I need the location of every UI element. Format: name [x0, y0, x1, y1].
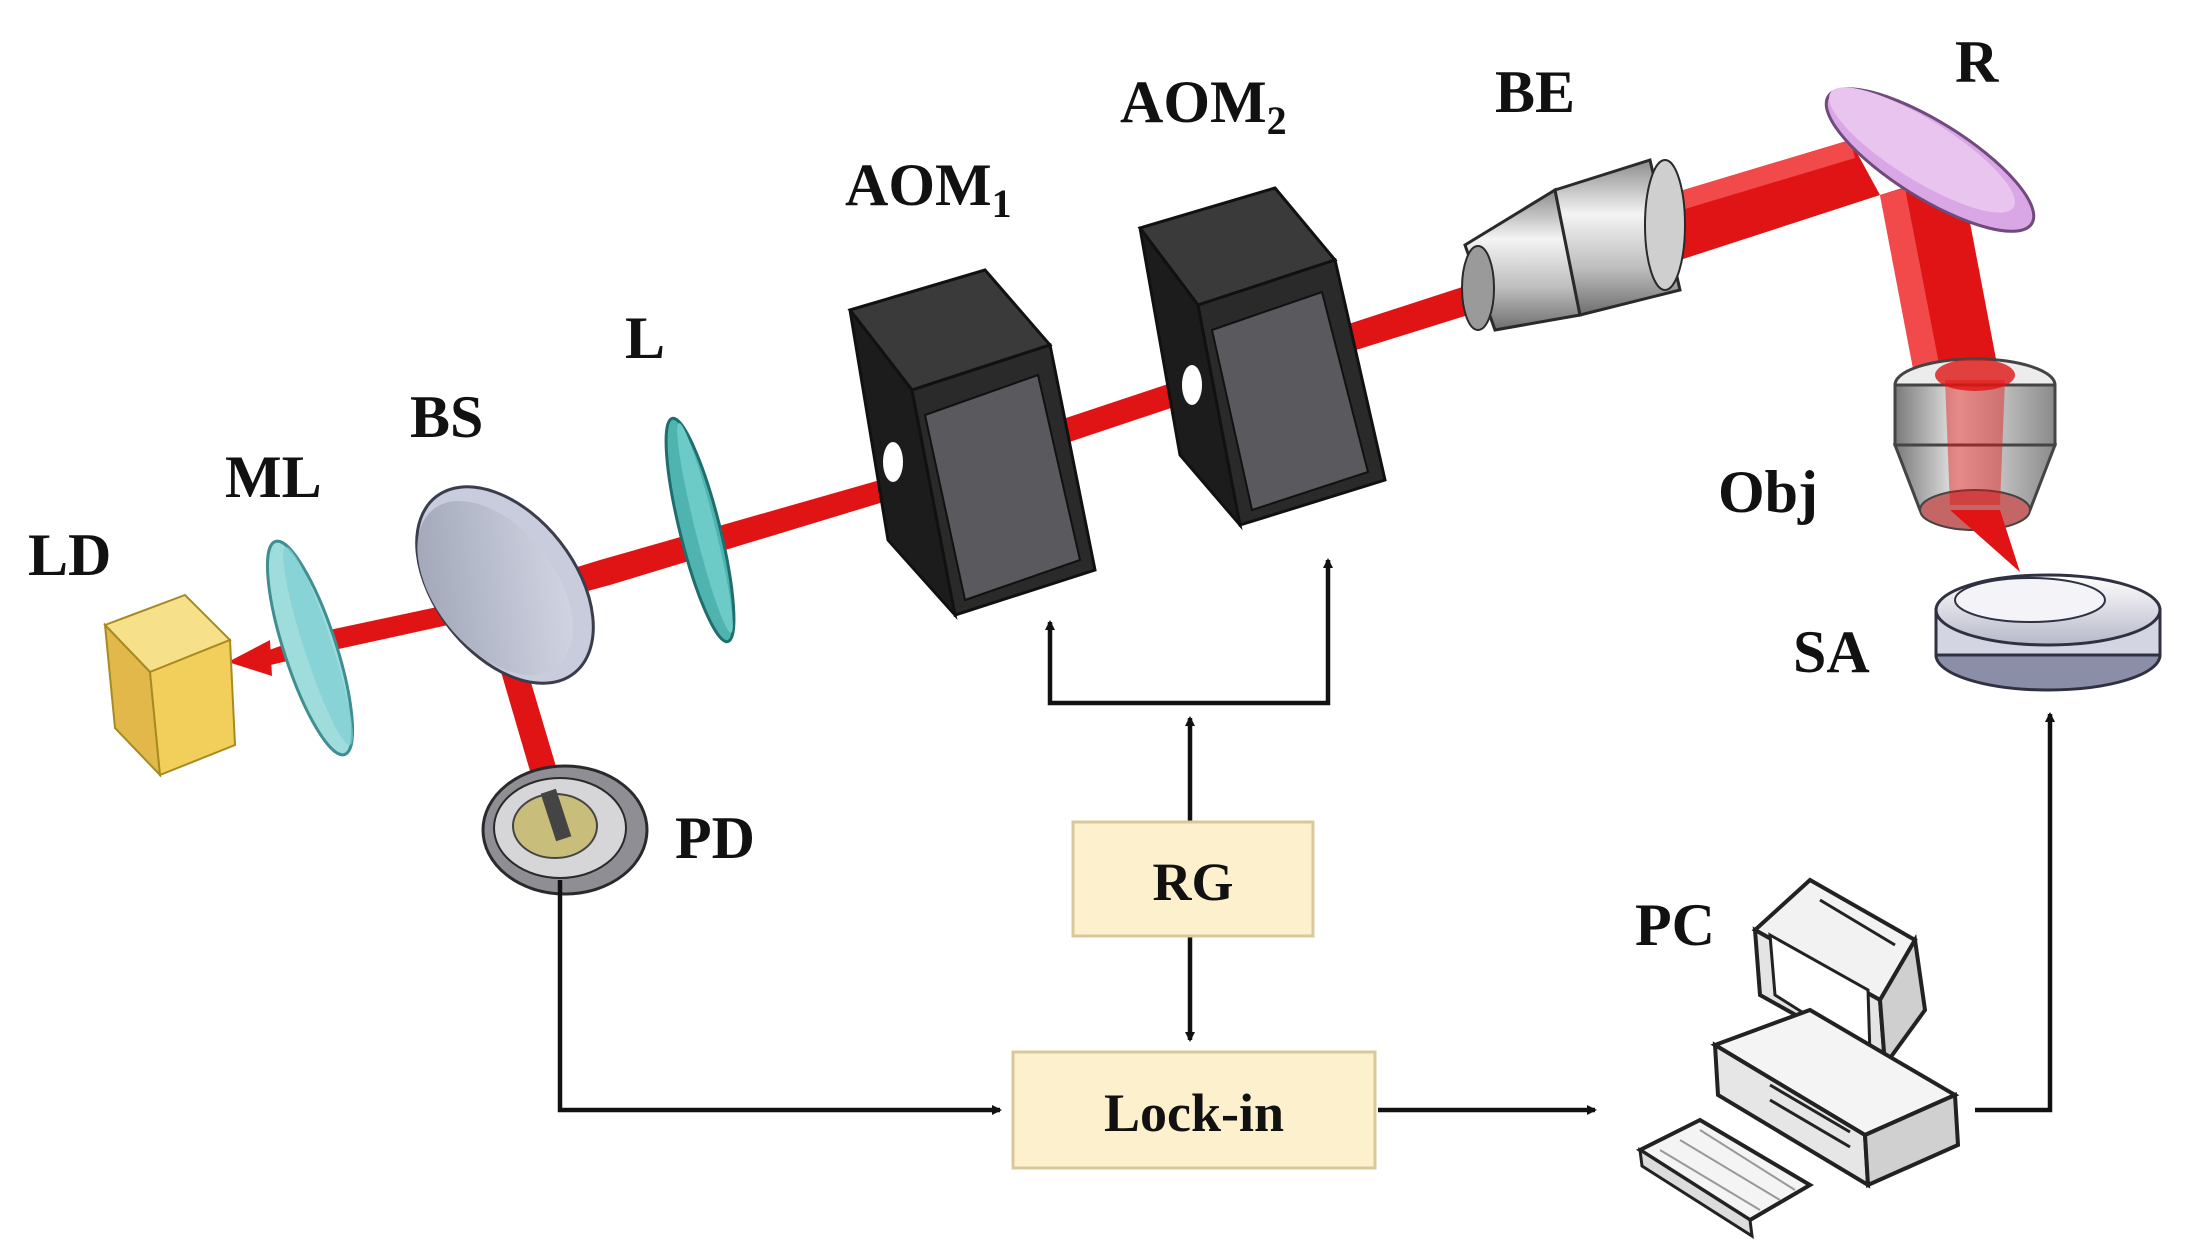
label-aom2-main: AOM: [1120, 69, 1267, 135]
label-l: L: [625, 305, 665, 371]
label-r: R: [1955, 29, 1999, 95]
photodiode: [481, 764, 649, 896]
signal-connections: [557, 558, 2055, 1115]
laser-diode-cube: [103, 593, 237, 778]
label-aom1-sub: 1: [992, 181, 1012, 226]
lockin-box-label: Lock-in: [1104, 1083, 1284, 1143]
label-sa: SA: [1793, 619, 1870, 685]
objective-lens: [1892, 357, 2058, 572]
pc-to-sa-line: [1975, 712, 2055, 1113]
ml-lens: [265, 539, 355, 757]
sample-stage: [1934, 573, 2162, 692]
l-lens: [664, 416, 736, 644]
aom2-modulator: [1137, 186, 1387, 531]
aom2-feed-line: [1190, 558, 1333, 706]
label-ld: LD: [28, 522, 111, 588]
label-pd: PD: [675, 805, 755, 871]
label-ml: ML: [225, 444, 322, 510]
aom1-feed-line: [1045, 620, 1190, 706]
label-obj: Obj: [1718, 459, 1818, 525]
label-aom2-sub: 2: [1267, 98, 1287, 143]
label-aom1: AOM1: [845, 152, 1012, 226]
aom1-modulator: [847, 268, 1097, 621]
lockin-box: Lock-in: [1011, 1050, 1377, 1170]
rg-box-label: RG: [1153, 852, 1234, 912]
mirror-r: [1824, 87, 2036, 233]
computer-icon: [1635, 877, 1961, 1239]
label-aom1-main: AOM: [845, 152, 992, 218]
label-aom2: AOM2: [1120, 69, 1287, 143]
beam-splitter: [415, 485, 595, 685]
label-be: BE: [1495, 59, 1575, 125]
label-pc: PC: [1635, 892, 1715, 958]
label-bs: BS: [410, 384, 483, 450]
rg-box: RG: [1071, 820, 1315, 938]
beam-expander: [1461, 158, 1686, 332]
pd-to-lockin-line: [557, 880, 1002, 1115]
